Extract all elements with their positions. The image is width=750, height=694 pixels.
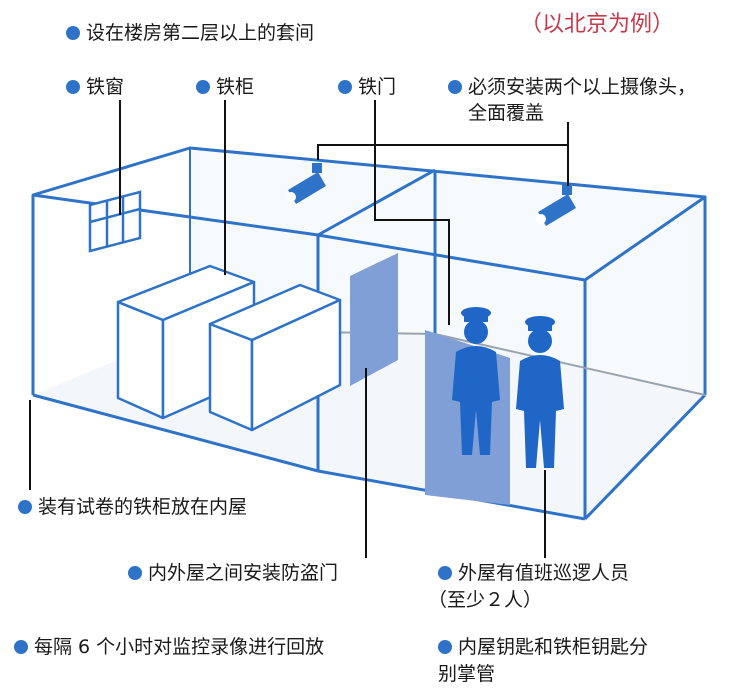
bullet-dot — [338, 80, 352, 94]
bullet-dot — [18, 500, 32, 514]
camera-1 — [286, 163, 326, 204]
label-cameras-line2: 全面覆盖 — [468, 102, 545, 124]
bullet-dot — [128, 566, 142, 580]
example-note: （以北京为例） — [520, 12, 675, 37]
camera-2 — [536, 185, 576, 226]
label-iron-door: 铁门 — [338, 74, 396, 100]
label-cabinets-inner: 装有试卷的铁柜放在内屋 — [18, 494, 247, 520]
bullet-dot — [14, 640, 28, 654]
label-iron-window: 铁窗 — [66, 74, 124, 100]
label-iron-cabinet: 铁柜 — [196, 74, 254, 100]
label-cameras: 必须安装两个以上摄像头， — [448, 74, 696, 100]
bullet-dot — [66, 80, 80, 94]
iron-cabinet-2 — [208, 283, 342, 432]
bullet-dot — [438, 640, 452, 654]
leader-lines — [29, 100, 569, 558]
label-playback: 每隔 6 个小时对监控录像进行回放 — [14, 634, 324, 660]
label-keys-line2: 别掌管 — [438, 663, 496, 685]
bullet-dot — [66, 26, 80, 40]
guard-2 — [516, 316, 564, 468]
bullet-dot — [438, 566, 452, 580]
bullet-dot — [196, 80, 210, 94]
label-guards-line2: （至少２人） — [428, 589, 543, 611]
label-guards: 外屋有值班巡逻人员 — [438, 560, 629, 586]
iron-window — [88, 190, 142, 253]
guard-1 — [452, 307, 500, 455]
bullet-dot — [448, 80, 462, 94]
label-anti-theft-door: 内外屋之间安装防盗门 — [128, 560, 338, 586]
label-suite-floor: 设在楼房第二层以上的套间 — [66, 20, 314, 46]
label-keys: 内屋钥匙和铁柜钥匙分 — [438, 634, 648, 660]
